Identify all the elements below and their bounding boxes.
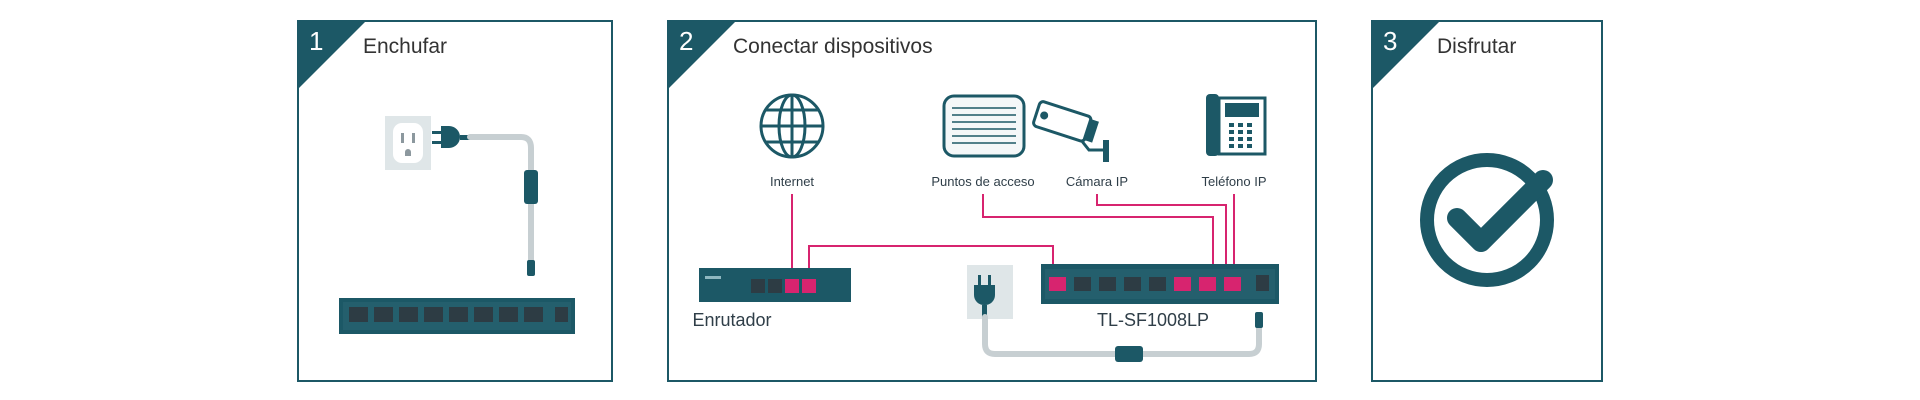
ethernet-port xyxy=(374,307,393,322)
ethernet-port xyxy=(424,307,443,322)
ethernet-port xyxy=(1149,277,1166,291)
ethernet-port xyxy=(474,307,493,322)
phone-key xyxy=(1229,123,1234,127)
phone-key xyxy=(1238,137,1243,141)
ip-camera-icon xyxy=(1032,100,1109,162)
step-2-title: Conectar dispositivos xyxy=(733,35,933,58)
ethernet-port xyxy=(449,307,468,322)
device-label-internet: Internet xyxy=(770,174,814,189)
network-switch-icon xyxy=(339,298,575,334)
phone-key xyxy=(1238,123,1243,127)
step-3-number: 3 xyxy=(1383,26,1398,56)
checkmark-circle-icon xyxy=(1420,153,1554,287)
step-3-panel: 3 Disfrutar xyxy=(1371,20,1603,382)
ethernet-port xyxy=(524,307,543,322)
dc-connector xyxy=(527,260,535,276)
router-label: Enrutador xyxy=(692,310,771,330)
step-3-title: Disfrutar xyxy=(1437,35,1517,58)
phone-key xyxy=(1247,123,1252,127)
step-2-corner xyxy=(669,22,735,88)
step-2-panel: 2 Conectar dispositivos xyxy=(667,20,1317,382)
phone-key xyxy=(1247,130,1252,134)
step-2-scene: Internet Puntos de acceso Cámara IP Telé… xyxy=(692,93,1279,362)
ethernet-port xyxy=(751,279,765,293)
step-1-panel: 1 Enchufar xyxy=(297,20,613,382)
ferrite-bead xyxy=(1115,346,1143,362)
network-switch-icon xyxy=(1041,264,1279,304)
device-label-access-points: Puntos de acceso xyxy=(931,174,1034,189)
phone-key xyxy=(1238,130,1243,134)
dc-connector xyxy=(1255,312,1263,328)
ethernet-port xyxy=(499,307,518,322)
step-1-title: Enchufar xyxy=(363,35,448,58)
device-label-ip-phone: Teléfono IP xyxy=(1201,174,1266,189)
ethernet-port xyxy=(1124,277,1141,291)
power-plug-icon xyxy=(974,275,995,317)
device-label-ip-camera: Cámara IP xyxy=(1066,174,1128,189)
step-2-number: 2 xyxy=(679,26,694,56)
ethernet-port xyxy=(785,279,799,293)
ethernet-port xyxy=(768,279,782,293)
ferrite-bead xyxy=(524,170,538,204)
ethernet-port xyxy=(802,279,816,293)
power-plug-icon xyxy=(432,126,470,148)
ethernet-port xyxy=(1224,277,1241,291)
phone-key xyxy=(1229,137,1234,141)
step-3-scene xyxy=(1420,153,1554,287)
ethernet-port xyxy=(1199,277,1216,291)
phone-key xyxy=(1238,144,1243,148)
switch-model-label: TL-SF1008LP xyxy=(1097,310,1209,330)
ip-phone-icon xyxy=(1206,94,1267,156)
phone-key xyxy=(1247,137,1252,141)
ethernet-port xyxy=(399,307,418,322)
step-1-corner xyxy=(299,22,365,88)
wall-outlet-icon xyxy=(385,116,431,170)
phone-key xyxy=(1229,144,1234,148)
ethernet-port xyxy=(1099,277,1116,291)
step-1-scene xyxy=(339,116,575,334)
power-cable xyxy=(467,134,534,263)
ethernet-port xyxy=(1049,277,1066,291)
ethernet-port xyxy=(1074,277,1091,291)
globe-icon xyxy=(759,93,825,159)
router-icon xyxy=(699,268,851,302)
phone-key xyxy=(1247,144,1252,148)
ethernet-port xyxy=(1174,277,1191,291)
step-3-corner xyxy=(1373,22,1439,88)
access-point-icon xyxy=(942,94,1026,158)
ethernet-port xyxy=(349,307,368,322)
step-1-number: 1 xyxy=(309,26,324,56)
phone-key xyxy=(1229,130,1234,134)
